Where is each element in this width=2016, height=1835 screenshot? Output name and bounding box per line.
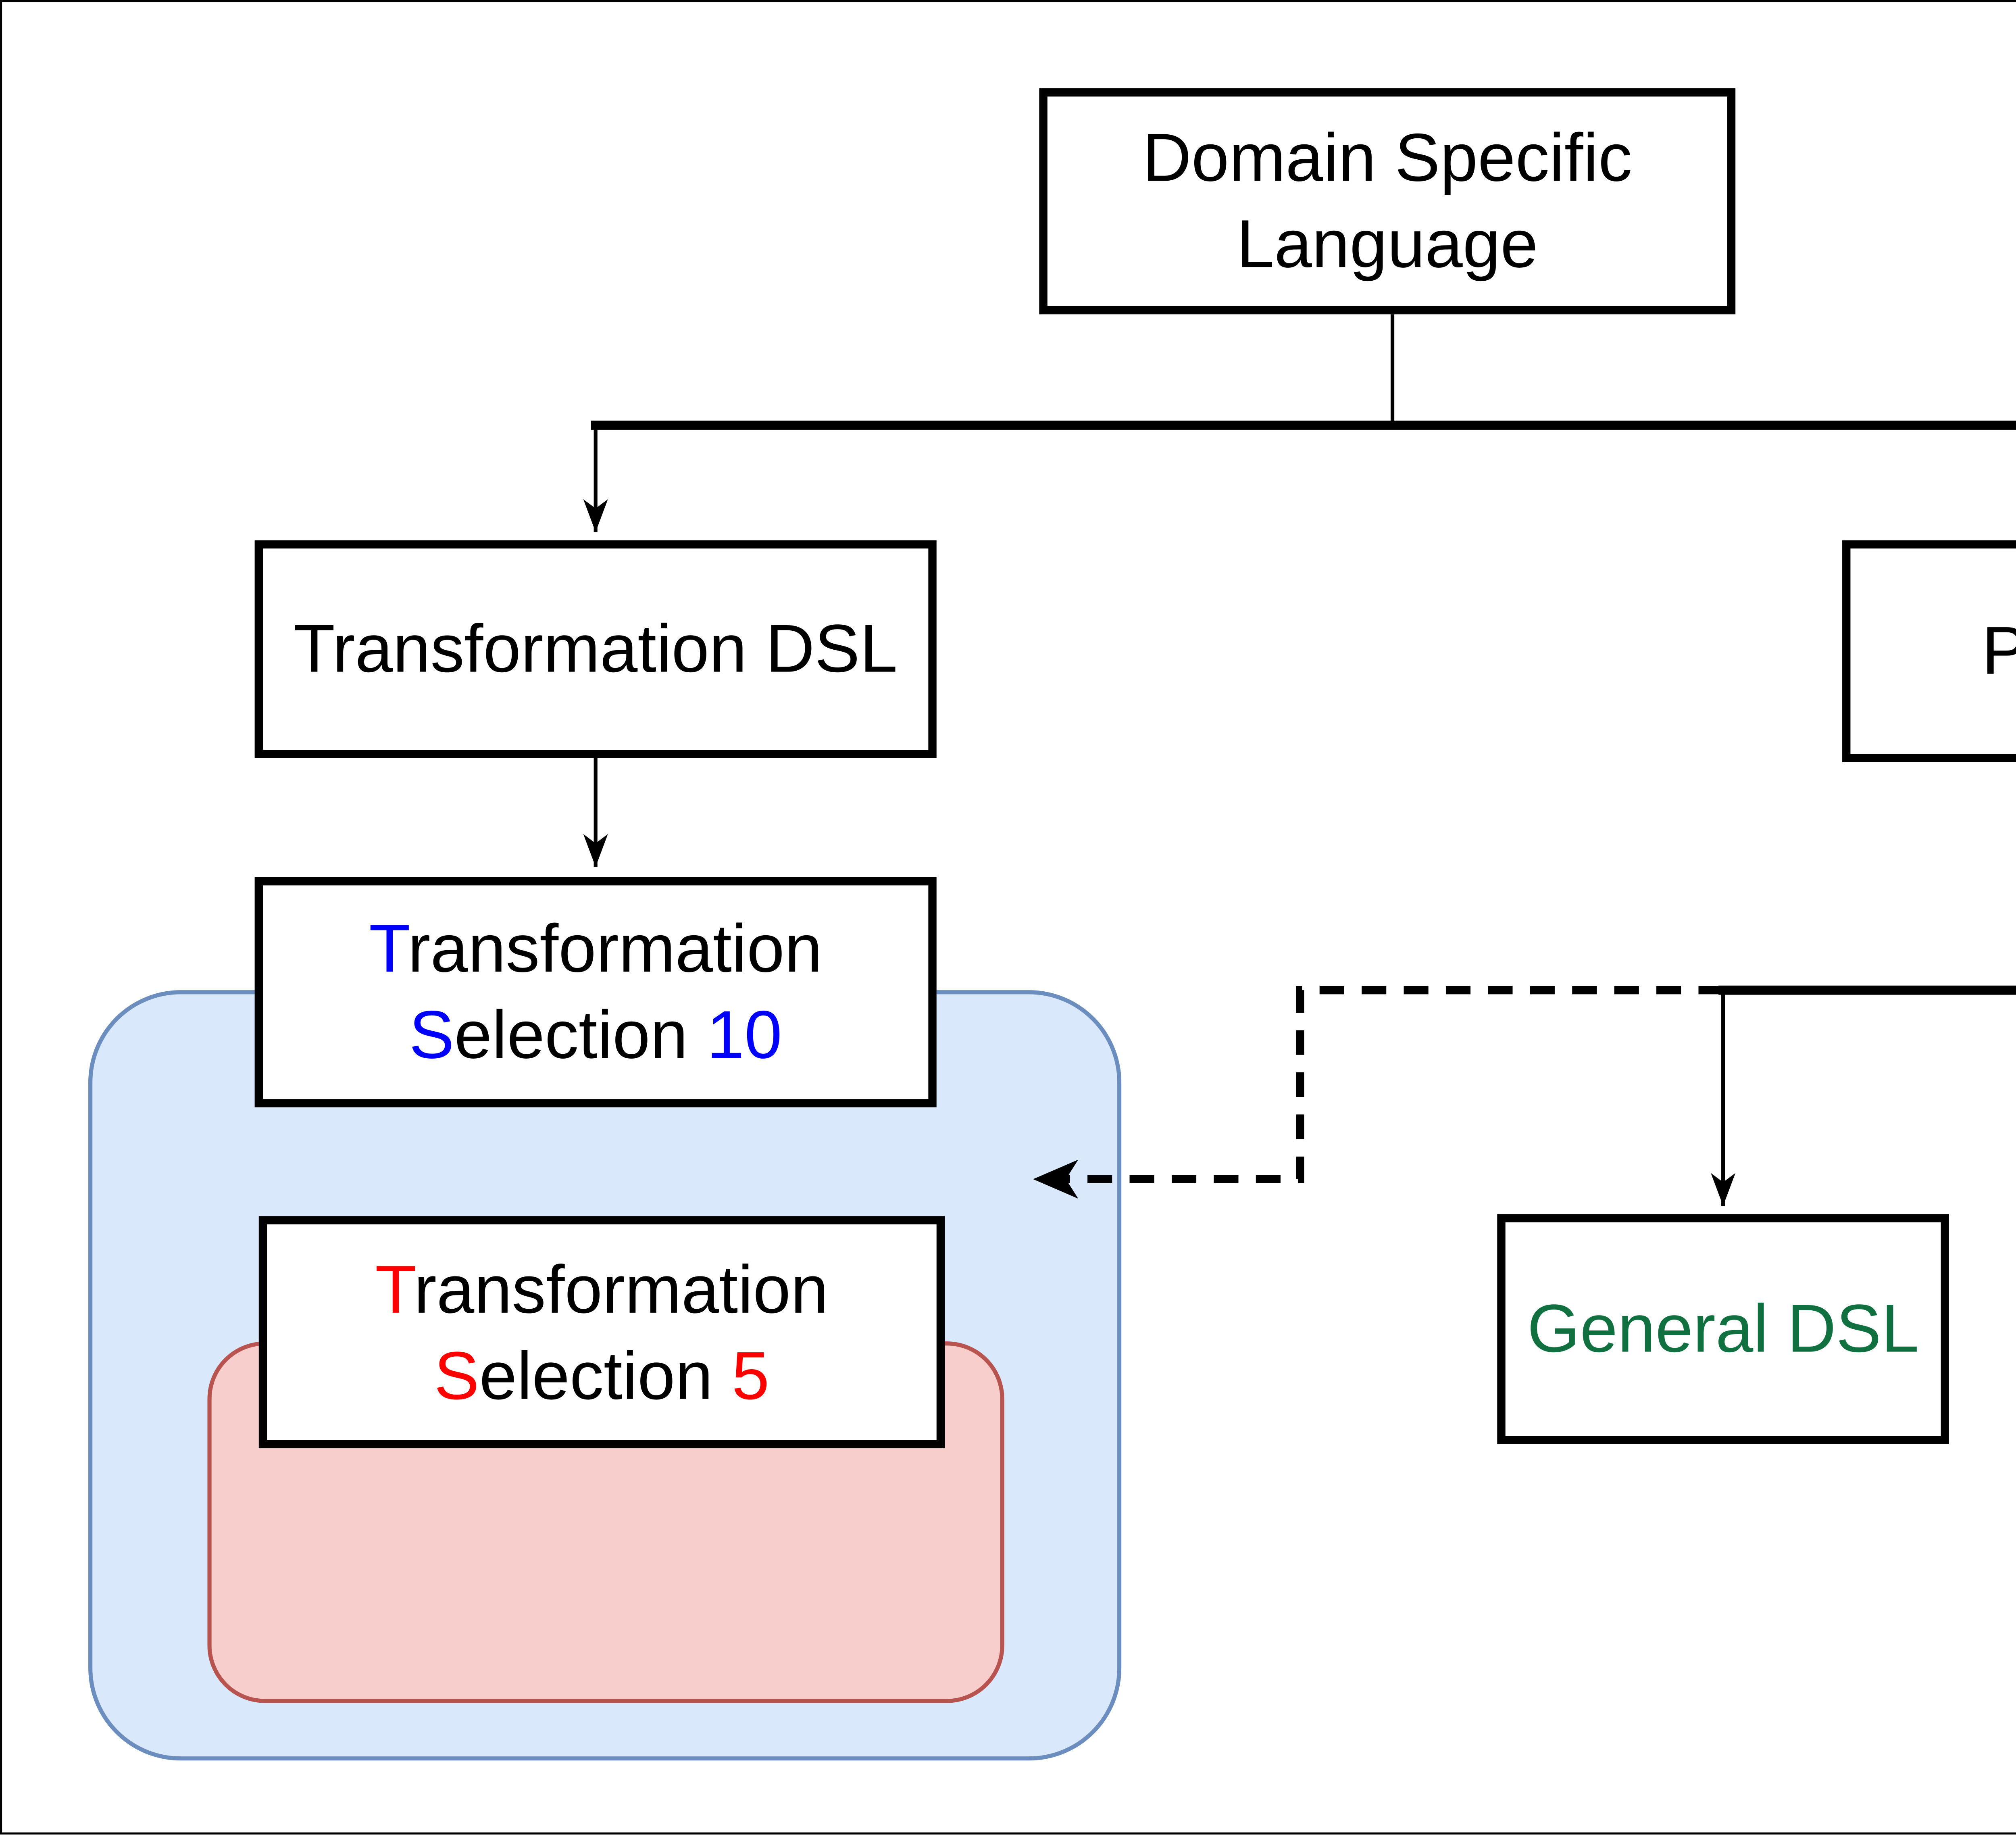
- node-label: General DSL: [1527, 1290, 1919, 1366]
- node-label-line: Transformation: [369, 906, 822, 992]
- label-segment: election: [479, 1336, 732, 1412]
- label-segment: S: [434, 1336, 479, 1412]
- label-segment: 5: [731, 1336, 770, 1412]
- label-segment: T: [369, 910, 408, 986]
- node-transformation-selection-5: Transformation Selection 5: [258, 1216, 945, 1449]
- edge-dashed-property-split-to-blue-group: [1033, 986, 1723, 1199]
- node-label: Transformation DSL: [294, 610, 898, 686]
- node-label: Property DSL: [1982, 608, 2016, 694]
- node-label-line: Selection 5: [434, 1332, 770, 1418]
- label-segment: 10: [706, 996, 782, 1072]
- label-segment: S: [409, 996, 454, 1072]
- node-transformation-dsl: Transformation DSL: [254, 540, 937, 758]
- node-label-line: Selection 10: [409, 992, 782, 1078]
- node-label-line: Domain Specific: [1142, 119, 1633, 196]
- node-label-line: Language: [1236, 205, 1538, 282]
- node-general-dsl: General DSL: [1497, 1214, 1949, 1444]
- label-segment: T: [375, 1250, 414, 1326]
- node-label-line: Transformation: [375, 1246, 828, 1332]
- node-transformation-selection-10: Transformation Selection 10: [254, 877, 937, 1107]
- node-property-dsl: Property DSL: [1842, 540, 2016, 762]
- label-segment: ransformation: [408, 910, 823, 986]
- label-segment: ransformation: [414, 1250, 829, 1326]
- label-segment: election: [454, 996, 707, 1072]
- node-domain-specific-language: Domain Specific Language: [1039, 88, 1736, 315]
